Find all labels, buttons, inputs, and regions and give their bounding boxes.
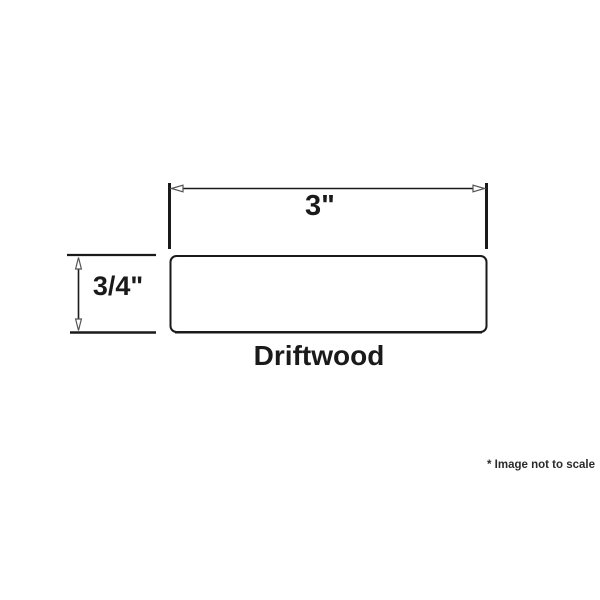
height-dimension (67, 253, 156, 334)
width-dimension (168, 183, 488, 249)
product-color-name-label: Driftwood (253, 340, 385, 371)
height-dimension-label: 3/4" (92, 271, 144, 301)
width-dimension-label: 3" (305, 190, 335, 222)
height-dim-bottom-arrowhead-icon (74, 318, 83, 331)
not-to-scale-note: * Image not to scale (486, 459, 595, 471)
product-profile-rectangle (169, 255, 488, 333)
height-dim-top-arrowhead-icon (74, 257, 83, 270)
width-dim-right-arrowhead-icon (472, 184, 487, 193)
width-dim-left-arrowhead-icon (169, 184, 184, 193)
